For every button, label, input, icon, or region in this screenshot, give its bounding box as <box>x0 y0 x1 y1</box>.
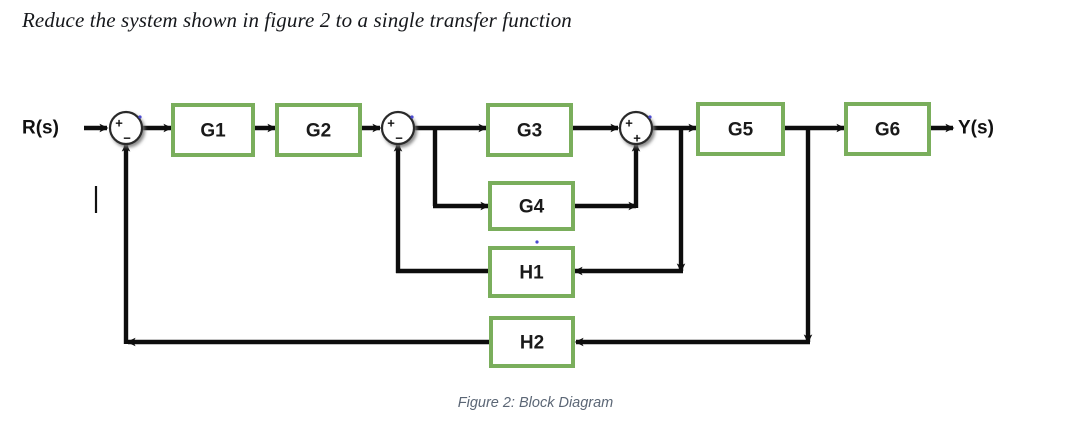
wire-layer <box>84 123 955 347</box>
block-g4[interactable]: G4 <box>488 181 575 231</box>
summing-junction-s1-sign-bottom: − <box>123 131 131 146</box>
input-label: R(s) <box>22 118 59 139</box>
figure-caption: Figure 2: Block Diagram <box>457 395 614 411</box>
block-g2[interactable]: G2 <box>275 103 362 157</box>
summing-junction-s1-marker-dot <box>138 115 142 119</box>
block-g3-rect[interactable] <box>486 103 573 157</box>
block-g4-rect[interactable] <box>488 181 575 231</box>
summing-junction-s2-marker-dot <box>410 115 414 119</box>
summing-junction-s2[interactable] <box>380 110 416 146</box>
block-h2-rect[interactable] <box>489 316 575 368</box>
summing-junction-s2-circle[interactable] <box>380 110 416 146</box>
block-diagram-figure: G1 G2 G3 G4 G5 G6 H1 H2 <box>0 58 1071 378</box>
summing-junction-s2-sign-bottom: − <box>395 131 403 146</box>
summing-junction-s1-circle[interactable] <box>108 110 144 146</box>
block-g1[interactable]: G1 <box>171 103 255 157</box>
block-g2-label: G2 <box>306 121 331 142</box>
block-g3-label: G3 <box>517 121 542 142</box>
block-g6-label: G6 <box>875 120 900 141</box>
block-g6-rect[interactable] <box>844 102 931 156</box>
summing-junction-s3-sign-left: + <box>625 116 633 131</box>
block-g1-label: G1 <box>200 121 226 142</box>
summing-junction-s3[interactable] <box>618 110 654 146</box>
question-title: Reduce the system shown in figure 2 to a… <box>22 8 572 32</box>
block-h1-label: H1 <box>519 263 544 284</box>
block-h1[interactable]: H1 <box>488 246 575 298</box>
summing-junction-s3-marker-dot <box>648 115 652 119</box>
output-label: Y(s) <box>958 118 994 139</box>
block-g6[interactable]: G6 <box>844 102 931 156</box>
block-g4-label: G4 <box>519 197 545 218</box>
summing-junction-s3-sign-bottom: + <box>633 131 641 146</box>
block-g1-rect[interactable] <box>171 103 255 157</box>
block-h2-label: H2 <box>520 333 544 354</box>
block-g5-rect[interactable] <box>696 102 785 156</box>
summing-junction-s1[interactable] <box>108 110 144 146</box>
block-g3[interactable]: G3 <box>486 103 573 157</box>
block-g5[interactable]: G5 <box>696 102 785 156</box>
stray-dot-above-h1 <box>535 240 539 244</box>
block-g2-rect[interactable] <box>275 103 362 157</box>
block-h2[interactable]: H2 <box>489 316 575 368</box>
summing-junction-s2-sign-left: + <box>387 116 395 131</box>
block-diagram-svg: G1 G2 G3 G4 G5 G6 H1 H2 <box>22 102 994 368</box>
summing-junction-s3-circle[interactable] <box>618 110 654 146</box>
block-g5-label: G5 <box>728 120 754 141</box>
block-h1-rect[interactable] <box>488 246 575 298</box>
summing-junction-s1-sign-left: + <box>115 116 123 131</box>
